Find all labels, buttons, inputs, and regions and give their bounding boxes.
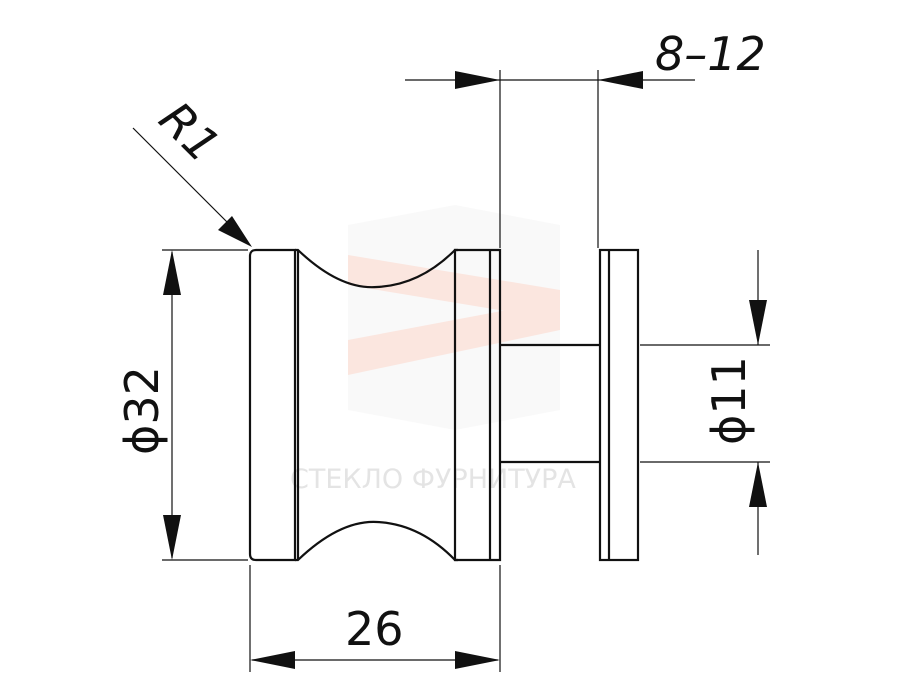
knob-diameter-dimension: ϕ32: [115, 249, 248, 561]
gap-dimension: 8–12: [405, 27, 766, 248]
length-dimension: 26: [249, 565, 501, 672]
watermark-text: СТЕКЛО ФУРНИТУРА: [290, 464, 576, 495]
radius-dimension: R1: [132, 91, 252, 247]
knob-diameter-label: ϕ32: [115, 366, 169, 455]
stem-diameter-dimension: ϕ11: [640, 250, 770, 555]
knob-body: [248, 248, 502, 562]
stem: [500, 343, 600, 464]
gap-label: 8–12: [655, 27, 766, 81]
back-plate: [598, 248, 640, 562]
length-label: 26: [345, 602, 404, 656]
stem-diameter-label: ϕ11: [702, 356, 756, 445]
radius-label: R1: [149, 91, 230, 172]
